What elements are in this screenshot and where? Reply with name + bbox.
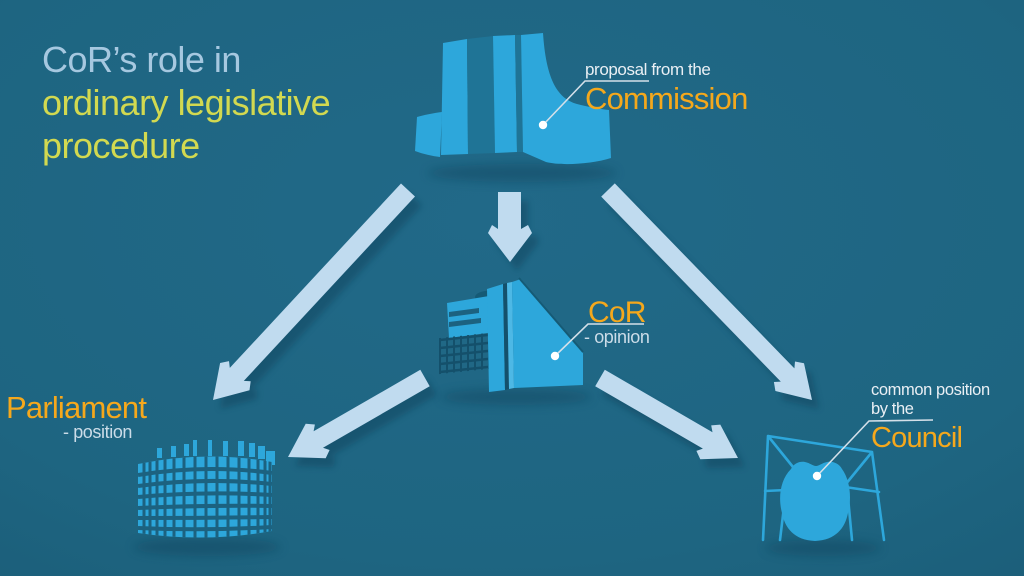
cor-callout-line [554, 323, 644, 357]
flow-arrows [213, 183, 812, 460]
commission-pre-label: proposal from the [585, 60, 711, 79]
parliament-sub-label: - position [63, 422, 133, 442]
arrow-commission-to-parliament [213, 183, 415, 400]
arrow-commission-to-cor [488, 192, 532, 262]
council-pre-label-line2: by the [871, 400, 914, 418]
commission-building [415, 33, 611, 165]
title-line-1: CoR’s role in [42, 39, 241, 80]
arrow-cor-to-council [595, 369, 738, 460]
arrow-commission-to-council [601, 183, 812, 400]
callout-dots [538, 120, 822, 481]
parliament-building [138, 440, 275, 538]
callouts [542, 80, 934, 477]
cor-window-grid [439, 332, 490, 375]
cor-building [439, 277, 584, 392]
council-name-label: Council [871, 422, 963, 454]
building-shadows [133, 164, 881, 556]
title-line-2: ordinary legislative [42, 82, 331, 123]
commission-callout-line [542, 80, 649, 126]
commission-name-label: Commission [585, 81, 748, 116]
cor-callout-dot [550, 351, 560, 361]
page-title: CoR’s role in ordinary legislative proce… [42, 38, 331, 167]
arrow-cor-to-parliament [288, 369, 430, 459]
commission-callout-dot [538, 120, 548, 130]
cor-sub-label: - opinion [584, 327, 650, 347]
title-line-3: procedure [42, 125, 200, 166]
council-pre-label-line1: common position [871, 381, 990, 399]
council-building [761, 434, 886, 542]
cor-name-label: CoR [588, 296, 646, 329]
parliament-name-label: Parliament [6, 390, 147, 425]
council-callout-dot [812, 471, 822, 481]
council-callout-line [816, 419, 934, 477]
